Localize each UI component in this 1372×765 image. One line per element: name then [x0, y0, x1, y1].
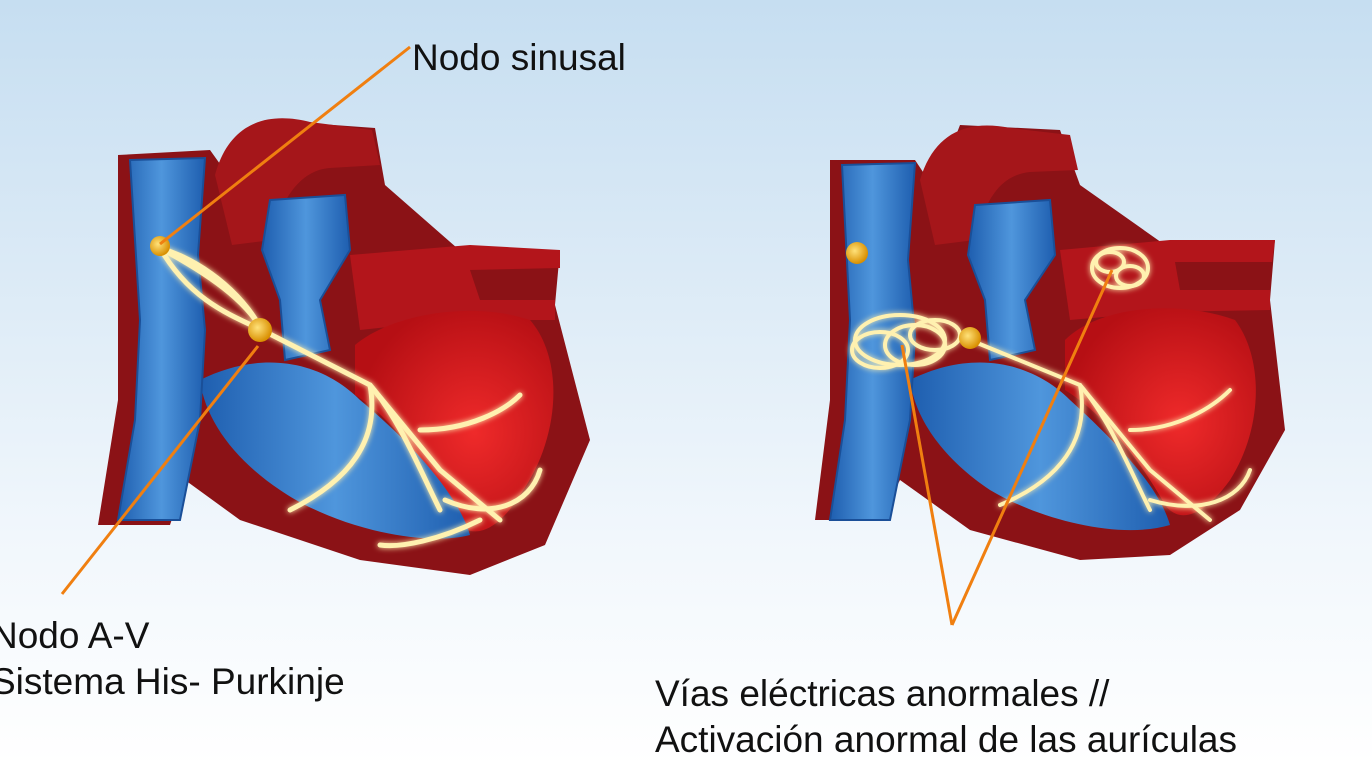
av-node-2	[959, 327, 981, 349]
abnormal-activation-label: Activación anormal de las aurículas	[655, 718, 1237, 761]
av-node-label: Nodo A-V	[0, 614, 149, 657]
his-purkinje-label: Sistema His- Purkinje	[0, 660, 345, 703]
abnormal-heart	[815, 125, 1285, 560]
abnormal-pathways-label: Vías eléctricas anormales //	[655, 672, 1109, 715]
normal-heart	[98, 118, 590, 575]
av-node	[248, 318, 272, 342]
sinus-node-label: Nodo sinusal	[412, 36, 626, 79]
sinus-node-2	[846, 242, 868, 264]
